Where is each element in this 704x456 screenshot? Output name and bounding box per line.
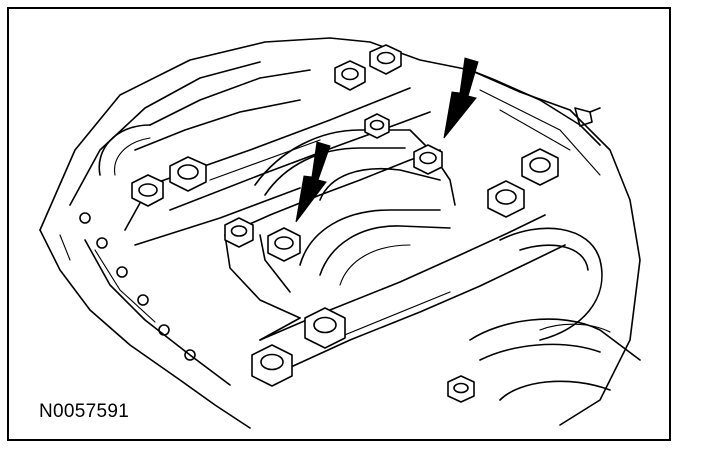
bolt-hex-head	[131, 174, 164, 207]
main-bearing-cap-bolt-left	[267, 227, 301, 262]
bolt-hex-head	[364, 113, 390, 139]
figure-frame: N0057591	[7, 7, 671, 441]
main-bearing-cap-bolt-right	[413, 144, 443, 175]
bolt-hex-head	[369, 44, 402, 75]
bolt-hex-head	[334, 60, 366, 91]
crankshaft-counterweight	[469, 227, 641, 401]
bolt-hex-head	[224, 217, 254, 248]
arrow-indicator-right	[443, 57, 479, 139]
main-bearing-cap-upper	[124, 87, 431, 246]
bolt-hex-head	[447, 375, 475, 403]
bolt-hex-head	[521, 148, 559, 186]
bolt-hex-head	[251, 344, 293, 387]
figure-id-label: N0057591	[39, 401, 130, 422]
crankshaft-journal-left	[98, 69, 311, 176]
engine-block-casting	[39, 37, 641, 429]
bolt-hex-head	[304, 307, 346, 349]
main-bearing-cap-lower	[259, 214, 566, 373]
bolt-hex-head	[487, 180, 525, 218]
engine-block-line-drawing	[39, 37, 641, 429]
bolt-hex-head	[169, 156, 207, 192]
bolt-heads	[131, 44, 559, 403]
arrow-indicator-left	[295, 141, 331, 223]
